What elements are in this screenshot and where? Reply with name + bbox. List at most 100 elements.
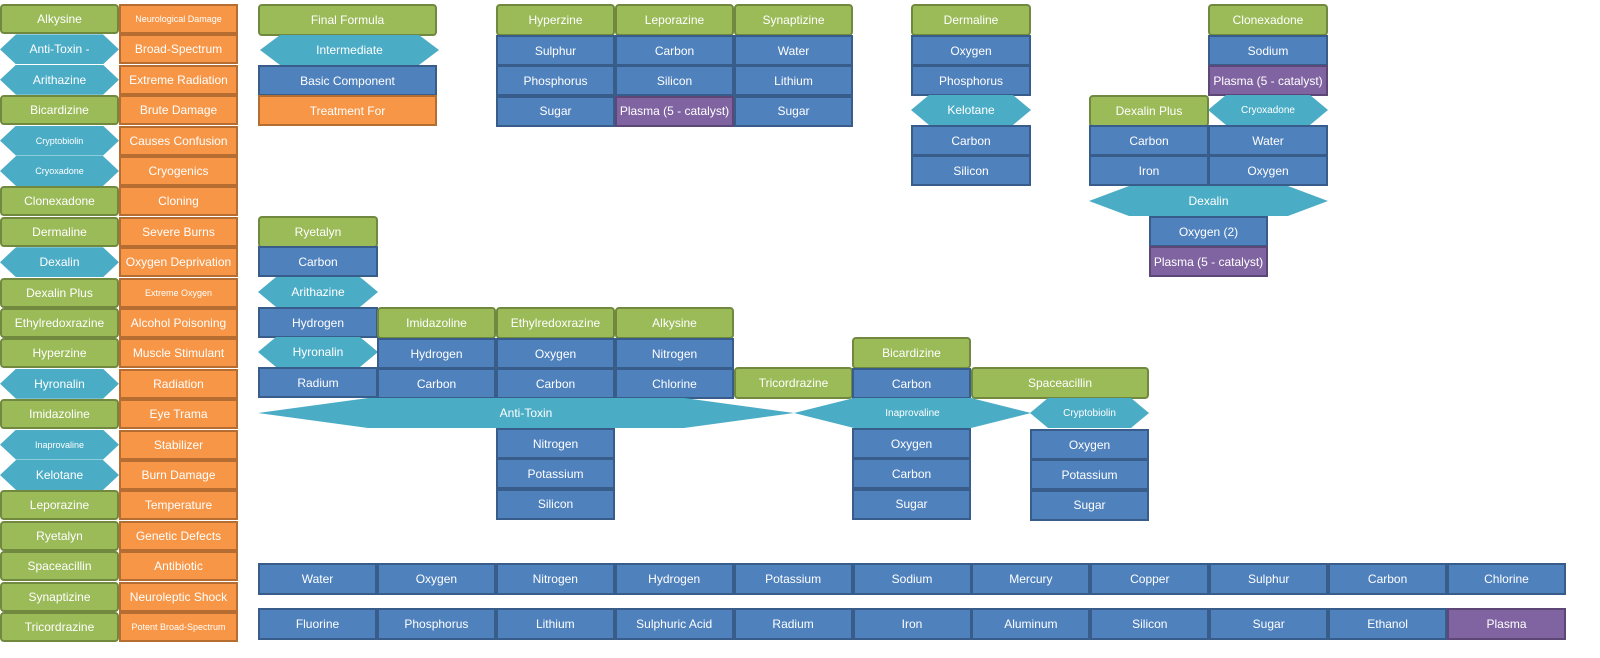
legend-treatment: Eye Trama [119, 399, 238, 430]
recipe-inaprovaline-intermediate: Inaprovaline [794, 398, 1031, 428]
legend-chemical: Cryoxadone [0, 156, 119, 186]
recipe-arithazine-intermediate: Arithazine [258, 277, 378, 307]
legend-chemical: Dexalin [0, 247, 119, 277]
legend-treatment: Cryogenics [119, 156, 238, 186]
recipe-cryoxadone-ingredient: Oxygen [1208, 155, 1328, 187]
legend-treatment: Oxygen Deprivation [119, 247, 238, 278]
recipe-dermaline-ingredient: Phosphorus [911, 65, 1031, 97]
legend-chemical: Imidazoline [0, 399, 119, 430]
recipe-leporazine-ingredient: Silicon [615, 65, 734, 97]
element-row2-item: Aluminum [971, 608, 1091, 640]
legend-chemical: Alkysine [0, 4, 119, 34]
recipe-hyronalin-intermediate: Hyronalin [258, 337, 378, 367]
recipe-kelotane-intermediate: Kelotane [911, 95, 1031, 125]
element-row1-item: Hydrogen [614, 563, 734, 595]
recipe-dexalin-ingredient: Oxygen (2) [1149, 216, 1268, 247]
recipe-ryetalyn-title: Ryetalyn [258, 216, 378, 248]
legend-chemical: Dermaline [0, 216, 119, 247]
recipe-kelotane-ingredient: Silicon [911, 155, 1031, 187]
legend-chemical: Arithazine [0, 65, 119, 95]
legend-chemical: Bicardizine [0, 95, 119, 126]
recipe-spaceacillin-title: Spaceacillin [971, 367, 1149, 399]
element-row1-item: Potassium [733, 563, 853, 595]
recipe-ethylredoxrazine-ingredient: Carbon [496, 368, 615, 400]
legend-chemical: Cryptobiolin [0, 126, 119, 156]
key-treatment-for: Treatment For [258, 95, 437, 126]
legend-treatment: Causes Confusion [119, 125, 238, 156]
legend-chemical: Spaceacillin [0, 551, 119, 582]
element-row1-item: Oxygen [376, 563, 496, 595]
key-intermediate: Intermediate [260, 35, 439, 65]
recipe-cryptobiolin-ingredient: Oxygen [1030, 429, 1149, 460]
legend-chemical: Synaptizine [0, 581, 119, 612]
recipe-dexalin_plus-ingredient: Carbon [1089, 125, 1209, 156]
element-row1-item: Copper [1090, 563, 1210, 595]
element-row1-item: Chlorine [1447, 563, 1566, 595]
legend-treatment: Extreme Oxygen [119, 277, 238, 308]
element-row2-item: Sugar [1209, 608, 1329, 640]
recipe-ethylredoxrazine-title: Ethylredoxrazine [496, 307, 615, 339]
legend-chemical: Kelotane [0, 460, 119, 490]
key-basic-component: Basic Component [258, 65, 437, 96]
element-row2-item: Fluorine [258, 608, 377, 640]
element-row2-item: Iron [852, 608, 972, 640]
legend-chemical: Ethylredoxrazine [0, 308, 119, 338]
recipe-anti-toxin-ingredient: Silicon [496, 488, 615, 520]
legend-chemical: Hyronalin [0, 369, 119, 399]
legend-treatment: Cloning [119, 186, 238, 217]
element-row1-item: Nitrogen [495, 563, 615, 595]
element-row1-item: Mercury [971, 563, 1091, 595]
recipe-dermaline-ingredient: Oxygen [911, 35, 1031, 66]
legend-chemical: Leporazine [0, 490, 119, 521]
legend-treatment: Broad-Spectrum [119, 34, 238, 65]
recipe-synaptizine-ingredient: Lithium [734, 65, 853, 97]
legend-treatment: Severe Burns [119, 216, 238, 247]
recipe-leporazine-ingredient: Carbon [615, 35, 734, 66]
recipe-inaprovaline-ingredient: Carbon [852, 458, 971, 490]
recipe-hyperzine-ingredient: Sugar [496, 95, 615, 127]
recipe-alkysine-title: Alkysine [615, 307, 734, 339]
legend-chemical: Tricordrazine [0, 612, 119, 642]
recipe-arithazine-ingredient: Hydrogen [258, 307, 378, 338]
recipe-dexalin_plus-ingredient: Iron [1089, 155, 1209, 187]
legend-treatment: Stabilizer [119, 429, 238, 460]
recipe-clonexadone-title: Clonexadone [1208, 4, 1328, 36]
legend-treatment: Muscle Stimulant [119, 338, 238, 369]
recipe-cryptobiolin-ingredient: Potassium [1030, 459, 1149, 491]
recipe-inaprovaline-ingredient: Oxygen [852, 428, 971, 459]
recipe-ryetalyn-ingredient: Carbon [258, 246, 378, 277]
recipe-synaptizine-ingredient: Sugar [734, 95, 853, 127]
recipe-imidazoline-title: Imidazoline [377, 307, 496, 339]
recipe-anti-toxin-ingredient: Nitrogen [496, 428, 615, 459]
legend-treatment: Radiation [119, 368, 238, 399]
element-row1-item: Sodium [852, 563, 972, 595]
recipe-imidazoline-ingredient: Carbon [377, 368, 496, 400]
element-row1-item: Sulphur [1209, 563, 1329, 595]
recipe-clonexadone-ingredient: Plasma (5 - catalyst) [1208, 65, 1328, 97]
recipe-dexalin-ingredient: Plasma (5 - catalyst) [1149, 246, 1268, 278]
legend-treatment: Alcohol Poisoning [119, 308, 238, 338]
legend-treatment: Potent Broad-Spectrum [119, 612, 238, 642]
recipe-hyperzine-title: Hyperzine [496, 4, 615, 36]
legend-treatment: Burn Damage [119, 460, 238, 490]
element-row2-item: Sulphuric Acid [614, 608, 734, 640]
legend-treatment: Genetic Defects [119, 520, 238, 551]
legend-chemical: Inaprovaline [0, 430, 119, 460]
recipe-imidazoline-ingredient: Hydrogen [377, 338, 496, 369]
legend-treatment: Brute Damage [119, 95, 238, 126]
legend-treatment: Temperature [119, 490, 238, 521]
recipe-anti-toxin-ingredient: Potassium [496, 458, 615, 490]
recipe-cryoxadone-ingredient: Water [1208, 125, 1328, 156]
legend-treatment: Neuroleptic Shock [119, 581, 238, 612]
element-row2-item: Silicon [1090, 608, 1210, 640]
recipe-hyronalin-ingredient: Radium [258, 367, 378, 398]
legend-chemical: Clonexadone [0, 186, 119, 217]
legend-chemical: Hyperzine [0, 338, 119, 369]
recipe-hyperzine-ingredient: Sulphur [496, 35, 615, 66]
recipe-tricordrazine-title: Tricordrazine [734, 367, 853, 399]
element-row2-item: Ethanol [1328, 608, 1448, 640]
key-final-formula: Final Formula [258, 4, 437, 36]
legend-chemical: Ryetalyn [0, 520, 119, 551]
recipe-inaprovaline-ingredient: Sugar [852, 488, 971, 520]
recipe-synaptizine-ingredient: Water [734, 35, 853, 66]
